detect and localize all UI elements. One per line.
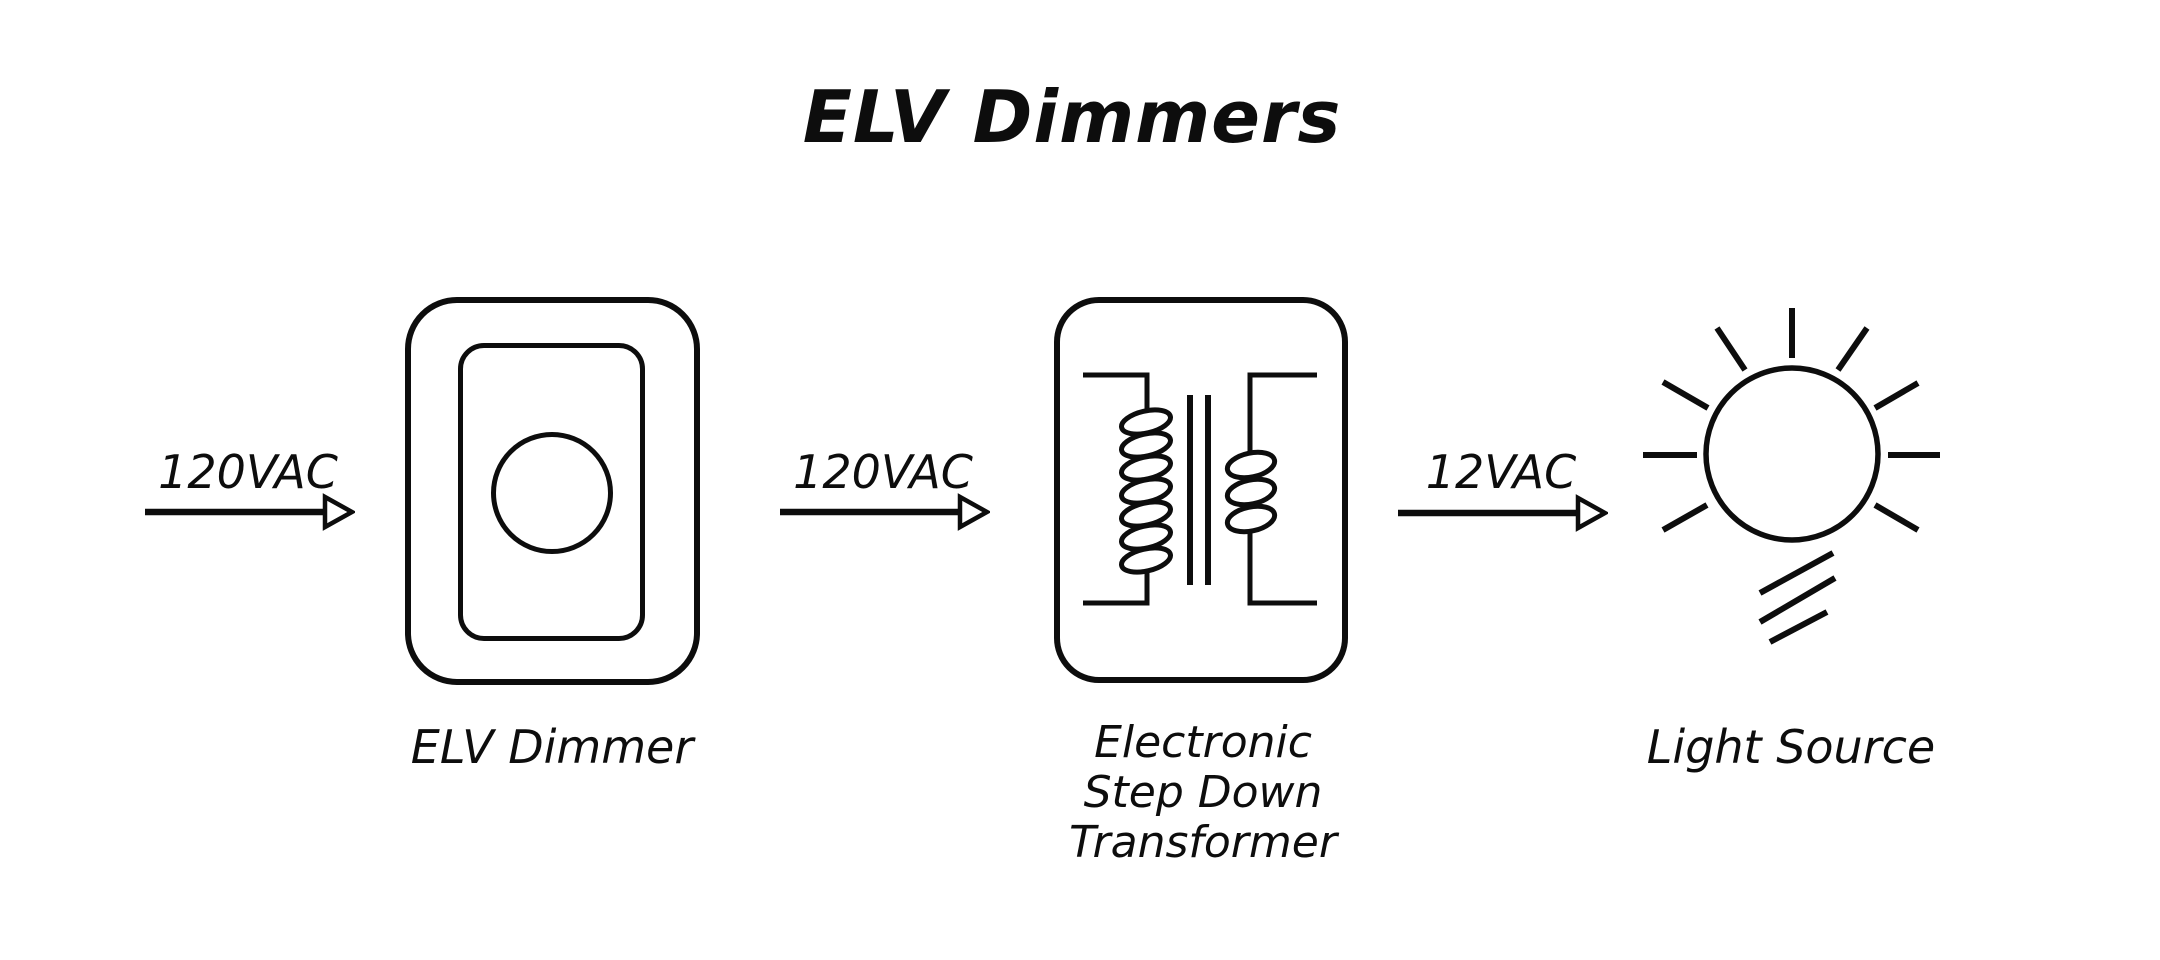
transformer-primary-winding xyxy=(1083,372,1173,606)
arrow-right-icon xyxy=(1398,494,1608,532)
dimmer-switch-icon xyxy=(405,297,700,685)
output-voltage-label: 12VAC xyxy=(1425,445,1577,499)
dimmer-knob xyxy=(491,432,613,554)
transformer-label-line1: Electronic xyxy=(1094,717,1312,768)
light-rays xyxy=(1643,308,1940,533)
arrow-head xyxy=(957,493,990,531)
light-source-icon xyxy=(1643,308,1940,645)
transformer-label-line3: Transformer xyxy=(1069,817,1337,868)
transformer-label: Electronic Step Down Transformer xyxy=(1043,718,1363,868)
light-source-label: Light Source xyxy=(1646,720,1936,774)
page-title: ELV Dimmers xyxy=(802,75,1342,159)
transformer-secondary-winding xyxy=(1224,372,1317,606)
arrow-right-icon xyxy=(780,493,990,531)
transformer-label-line2: Step Down xyxy=(1083,767,1323,818)
arrow-head xyxy=(1575,494,1608,532)
arrow-right-icon xyxy=(145,493,355,531)
step-down-transformer-icon xyxy=(1054,297,1348,683)
arrow-head xyxy=(322,493,355,531)
dimmer-label: ELV Dimmer xyxy=(410,720,694,774)
bulb-base-hatching xyxy=(1758,550,1837,645)
dimmer-plate xyxy=(458,343,645,641)
transformer-housing xyxy=(1054,297,1348,683)
bulb-circle xyxy=(1703,365,1881,543)
input-voltage-label: 120VAC xyxy=(158,445,338,499)
mid-voltage-label: 120VAC xyxy=(793,445,973,499)
transformer-core xyxy=(1187,395,1211,585)
